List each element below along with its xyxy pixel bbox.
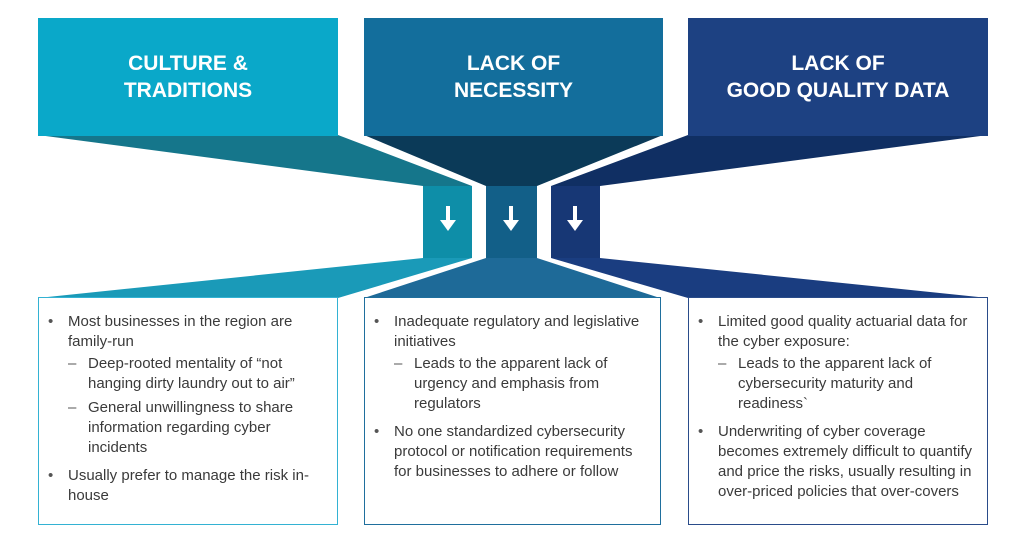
bullet-item: No one standardized cybersecurity protoc…: [374, 422, 650, 482]
bullet-item: Inadequate regulatory and legislative in…: [374, 312, 650, 414]
sub-bullet-list: Leads to the apparent lack of urgency an…: [394, 354, 650, 414]
sub-bullet-list: Leads to the apparent lack of cybersecur…: [718, 354, 977, 414]
funnel-bottom-1: [38, 258, 472, 298]
header-title: LACK OF NECESSITY: [453, 52, 574, 102]
funnel-bottom-2: [364, 258, 660, 298]
bullet-text: Inadequate regulatory and legislative in…: [394, 313, 640, 350]
bullet-text: Limited good quality actuarial data for …: [718, 313, 968, 350]
bullet-item: Limited good quality actuarial data for …: [698, 312, 977, 414]
arrow-down-icon: [486, 204, 536, 240]
header-lack-of-necessity: LACK OF NECESSITY: [364, 18, 663, 136]
sub-bullet-list: Deep-rooted mentality of “not hanging di…: [68, 354, 327, 458]
bullet-list: Most businesses in the region are family…: [39, 298, 337, 506]
bullet-text: Most businesses in the region are family…: [68, 313, 293, 350]
bullet-list: Limited good quality actuarial data for …: [689, 298, 987, 502]
content-box-lack-of-necessity: Inadequate regulatory and legislative in…: [364, 297, 661, 525]
content-box-culture-traditions: Most businesses in the region are family…: [38, 297, 338, 525]
content-box-lack-of-good-quality-data: Limited good quality actuarial data for …: [688, 297, 988, 525]
sub-bullet-item: Deep-rooted mentality of “not hanging di…: [68, 354, 327, 394]
arrow-down-icon: [550, 204, 600, 240]
bullet-text: Underwriting of cyber coverage becomes e…: [718, 423, 973, 500]
sub-bullet-item: General unwillingness to share informati…: [68, 398, 327, 458]
bullet-text: Usually prefer to manage the risk in-hou…: [68, 467, 309, 504]
sub-bullet-item: Leads to the apparent lack of urgency an…: [394, 354, 650, 414]
header-lack-of-good-quality-data: LACK OF GOOD QUALITY DATA: [688, 18, 988, 136]
header-title: LACK OF GOOD QUALITY DATA: [726, 52, 950, 102]
arrow-down-icon: [423, 204, 473, 240]
funnel-top-2: [364, 135, 663, 186]
bullet-item: Underwriting of cyber coverage becomes e…: [698, 422, 977, 502]
bullet-item: Usually prefer to manage the risk in-hou…: [48, 466, 327, 506]
header-culture-traditions: CULTURE & TRADITIONS: [38, 18, 338, 136]
bullet-list: Inadequate regulatory and legislative in…: [365, 298, 660, 482]
funnel-top-1: [38, 135, 472, 186]
funnel-bottom-3: [551, 258, 988, 298]
bullet-item: Most businesses in the region are family…: [48, 312, 327, 458]
funnel-top-3: [551, 135, 988, 186]
header-title: CULTURE & TRADITIONS: [123, 52, 253, 102]
sub-bullet-item: Leads to the apparent lack of cybersecur…: [718, 354, 977, 414]
bullet-text: No one standardized cybersecurity protoc…: [394, 423, 633, 480]
